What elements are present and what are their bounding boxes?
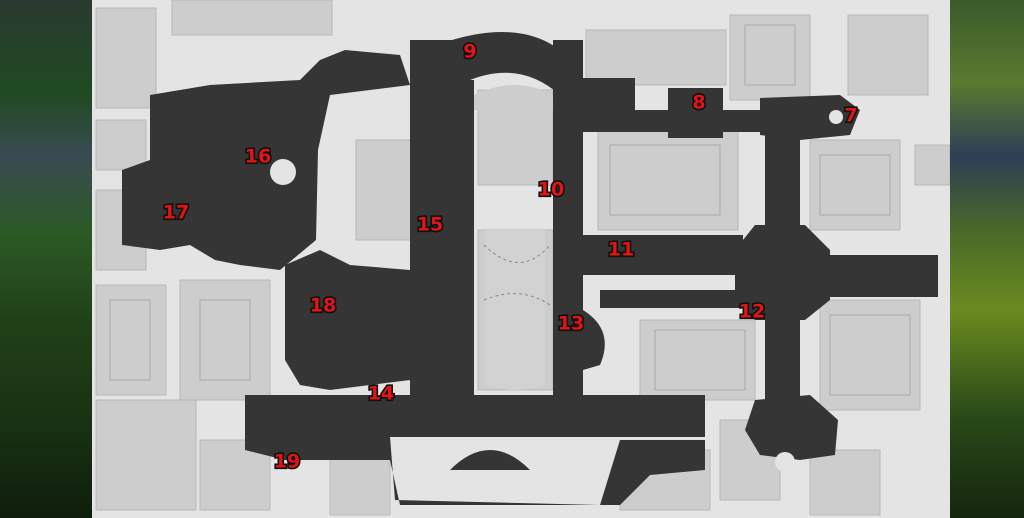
location-marker-14[interactable]: 14 [366,381,396,406]
location-markers: 7 8 9 10 11 12 13 14 15 16 17 18 19 [161,39,859,474]
right-background-blur [950,0,1024,518]
location-marker-9[interactable]: 9 [462,39,478,64]
location-marker-19[interactable]: 19 [272,449,302,474]
location-marker-10[interactable]: 10 [536,177,566,202]
roof-details [109,24,911,396]
location-marker-18[interactable]: 18 [308,293,338,318]
courtyard-fountain [270,159,296,185]
left-background-blur [0,0,92,518]
location-marker-15[interactable]: 15 [415,212,445,237]
location-marker-11[interactable]: 11 [606,237,636,262]
location-marker-16[interactable]: 16 [243,144,273,169]
plaza-fountain [829,110,843,124]
area-map[interactable]: 7 8 9 10 11 12 13 14 15 16 17 18 19 [92,0,950,518]
dashed-route-a [483,244,551,263]
location-marker-7[interactable]: 7 [843,103,859,128]
long-court [485,230,545,390]
south-fountain [775,452,795,472]
location-marker-17[interactable]: 17 [161,200,191,225]
location-marker-12[interactable]: 12 [737,299,767,324]
walkable-paths [122,32,938,505]
dashed-route-b [483,293,551,306]
location-marker-8[interactable]: 8 [691,90,707,115]
location-marker-13[interactable]: 13 [556,311,586,336]
north-arch-court [474,85,553,110]
